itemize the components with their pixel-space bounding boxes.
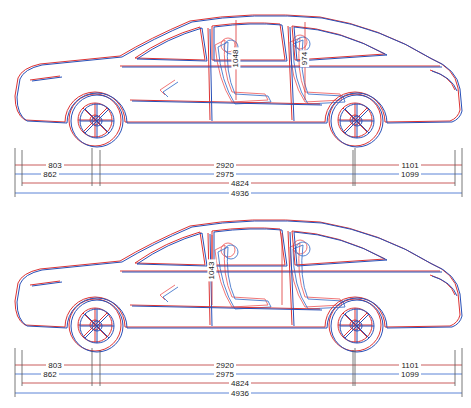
bottom-car (15, 220, 462, 397)
interior-dimension: 1048 (231, 47, 240, 69)
length-dimension: 4936 (229, 389, 251, 398)
length-dimension: 2975 (214, 170, 236, 179)
length-dimension: 803 (46, 361, 63, 370)
length-dimension: 1099 (399, 370, 421, 379)
interior-dimension: 1043 (207, 259, 216, 281)
length-dimension: 4824 (229, 379, 251, 388)
length-dimension: 4936 (229, 189, 251, 198)
length-dimension: 4824 (229, 179, 251, 188)
length-dimension: 862 (41, 370, 58, 379)
length-dimension: 862 (41, 170, 58, 179)
interior-dimension: 974 (300, 49, 309, 66)
length-dimension: 2920 (214, 161, 236, 170)
length-dimension: 1101 (399, 161, 420, 170)
length-dimension: 2975 (214, 370, 236, 379)
length-dimension: 1101 (399, 361, 420, 370)
length-dimension: 1099 (399, 170, 421, 179)
length-dimension: 2920 (214, 361, 236, 370)
top-car (15, 15, 462, 197)
length-dimension: 803 (46, 161, 63, 170)
